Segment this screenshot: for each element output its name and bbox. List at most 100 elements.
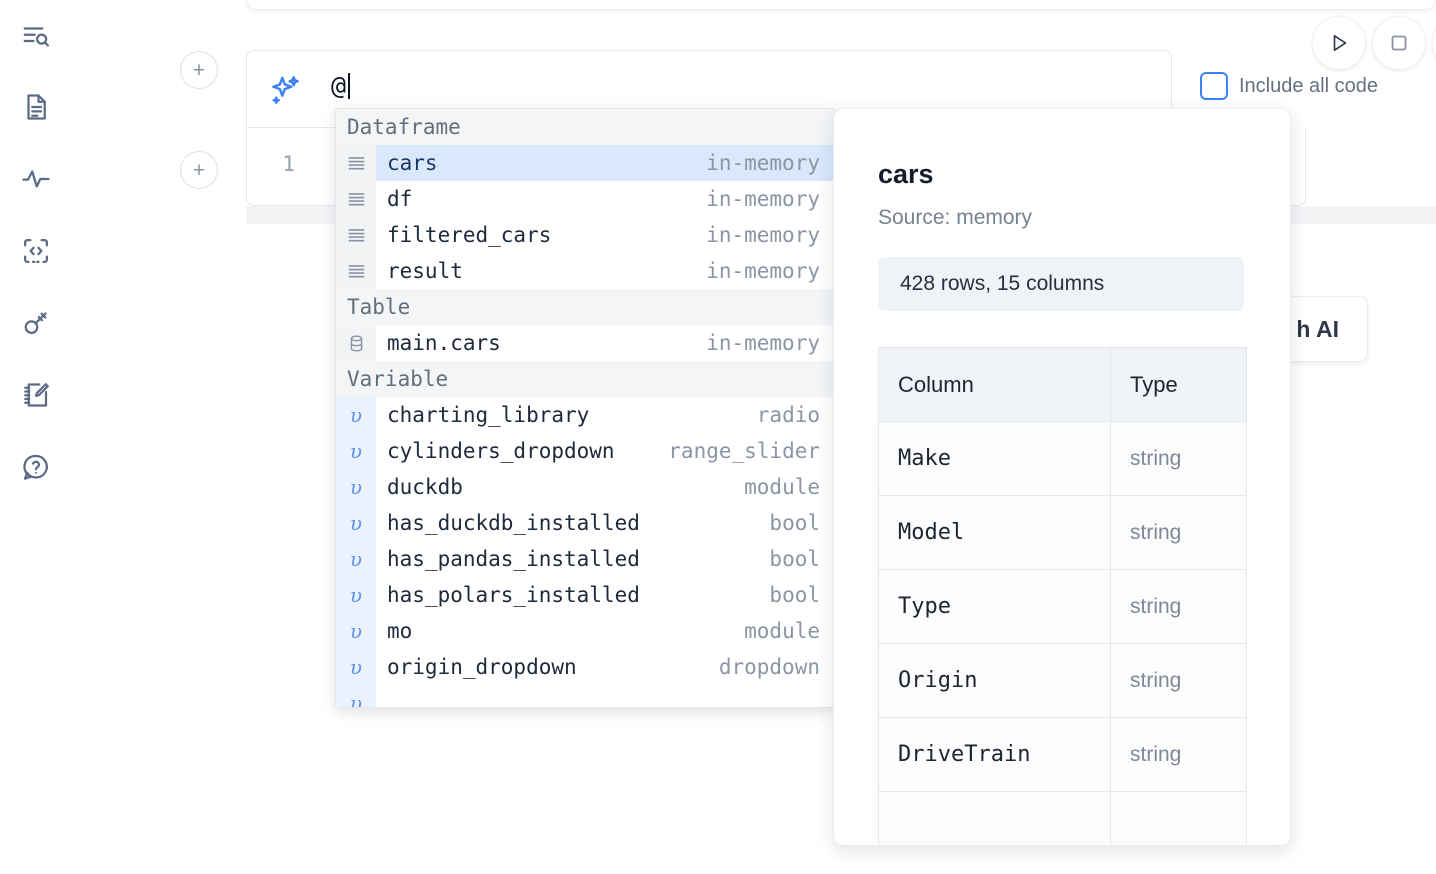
doc-column-name: DriveTrain	[878, 717, 1111, 792]
sidebar-item-files[interactable]	[12, 83, 60, 131]
plus-icon: +	[192, 58, 206, 82]
autocomplete-item[interactable]: main.cars in-memory	[336, 325, 834, 361]
doc-column-name	[878, 791, 1111, 845]
sidebar-item-snippets[interactable]	[12, 227, 60, 275]
doc-title: cars	[878, 159, 934, 189]
sidebar-item-help[interactable]	[12, 443, 60, 491]
dataframe-icon	[336, 181, 376, 217]
autocomplete-group-header: Variable	[336, 361, 834, 397]
autocomplete-item-name: filtered_cars	[387, 223, 552, 247]
autocomplete-item-name: origin_dropdown	[387, 655, 577, 679]
add-cell-button-top[interactable]: +	[180, 51, 218, 89]
line-number: 1	[282, 152, 295, 176]
autocomplete-item-type: module	[744, 619, 820, 643]
autocomplete-item-type: in-memory	[706, 151, 820, 175]
play-icon	[1327, 31, 1351, 55]
sidebar-item-scratchpad[interactable]	[12, 371, 60, 419]
autocomplete-item-name: mo	[387, 619, 413, 643]
scratchpad-edit-icon	[21, 380, 51, 410]
include-all-code-label: Include all code	[1239, 74, 1378, 97]
variable-icon: υ	[336, 685, 376, 707]
autocomplete-item-type: in-memory	[706, 223, 820, 247]
variable-icon: υ	[336, 649, 376, 685]
doc-column-type	[1110, 791, 1247, 845]
left-icon-rail	[0, 0, 72, 874]
autocomplete-item-type: bool	[769, 547, 820, 571]
ai-card-label: h AI	[1296, 315, 1339, 342]
more-actions-button[interactable]	[1432, 16, 1436, 70]
text-caret	[347, 73, 350, 99]
doc-table-row	[878, 791, 1247, 845]
sidebar-item-secrets[interactable]	[12, 299, 60, 347]
doc-column-name: Make	[878, 421, 1111, 496]
add-cell-button-bottom[interactable]: +	[180, 151, 218, 189]
variable-icon: υ	[336, 505, 376, 541]
help-question-icon	[21, 452, 51, 482]
autocomplete-item[interactable]: filtered_cars in-memory	[336, 217, 834, 253]
autocomplete-item-type: range_slider	[668, 439, 820, 463]
run-button[interactable]	[1312, 16, 1366, 70]
autocomplete-item[interactable]: υ has_pandas_installed bool	[336, 541, 834, 577]
key-icon	[21, 308, 51, 338]
code-snippet-icon	[21, 236, 51, 266]
sidebar-item-outline[interactable]	[12, 12, 60, 60]
variable-icon: υ	[336, 541, 376, 577]
autocomplete-item-type: module	[744, 475, 820, 499]
sidebar-item-activity[interactable]	[12, 155, 60, 203]
doc-column-type: string	[1110, 495, 1247, 570]
variable-icon: υ	[336, 613, 376, 649]
autocomplete-item[interactable]: υ has_duckdb_installed bool	[336, 505, 834, 541]
autocomplete-item-name: has_duckdb_installed	[387, 511, 640, 535]
doc-source: Source: memory	[878, 206, 1033, 229]
doc-column-type: string	[1110, 643, 1247, 718]
autocomplete-group-header: Dataframe	[336, 109, 834, 145]
autocomplete-item-name: has_polars_installed	[387, 583, 640, 607]
autocomplete-item[interactable]: υ origin_dropdown dropdown	[336, 649, 834, 685]
doc-table-header-cell: Type	[1110, 347, 1247, 422]
variable-icon: υ	[336, 577, 376, 613]
autocomplete-item-name: has_pandas_installed	[387, 547, 640, 571]
ai-sparkle-icon	[269, 73, 303, 107]
doc-column-name: Type	[878, 569, 1111, 644]
autocomplete-item-type: bool	[769, 511, 820, 535]
outline-search-icon	[21, 21, 51, 51]
autocomplete-item[interactable]: υ	[336, 685, 834, 707]
autocomplete-item-name: charting_library	[387, 403, 590, 427]
variable-icon: υ	[336, 397, 376, 433]
dataframe-icon	[336, 253, 376, 289]
doc-column-type: string	[1110, 421, 1247, 496]
autocomplete-item-type: in-memory	[706, 259, 820, 283]
dataframe-icon	[336, 145, 376, 181]
file-document-icon	[21, 92, 51, 122]
include-all-code-toggle[interactable]: Include all code	[1200, 72, 1378, 100]
stop-button[interactable]	[1372, 16, 1426, 70]
run-controls	[1312, 16, 1436, 70]
plus-icon: +	[192, 158, 206, 182]
documentation-panel: cars Source: memory 428 rows, 15 columns…	[833, 108, 1291, 846]
include-all-code-checkbox[interactable]	[1200, 72, 1228, 100]
variable-icon: υ	[336, 433, 376, 469]
autocomplete-item-type: in-memory	[706, 331, 820, 355]
autocomplete-item-name: main.cars	[387, 331, 501, 355]
autocomplete-item-type: dropdown	[718, 655, 820, 679]
doc-table-header-cell: Column	[878, 347, 1111, 422]
doc-shape-badge: 428 rows, 15 columns	[878, 257, 1244, 311]
ai-prompt-input[interactable]: @	[331, 71, 350, 100]
